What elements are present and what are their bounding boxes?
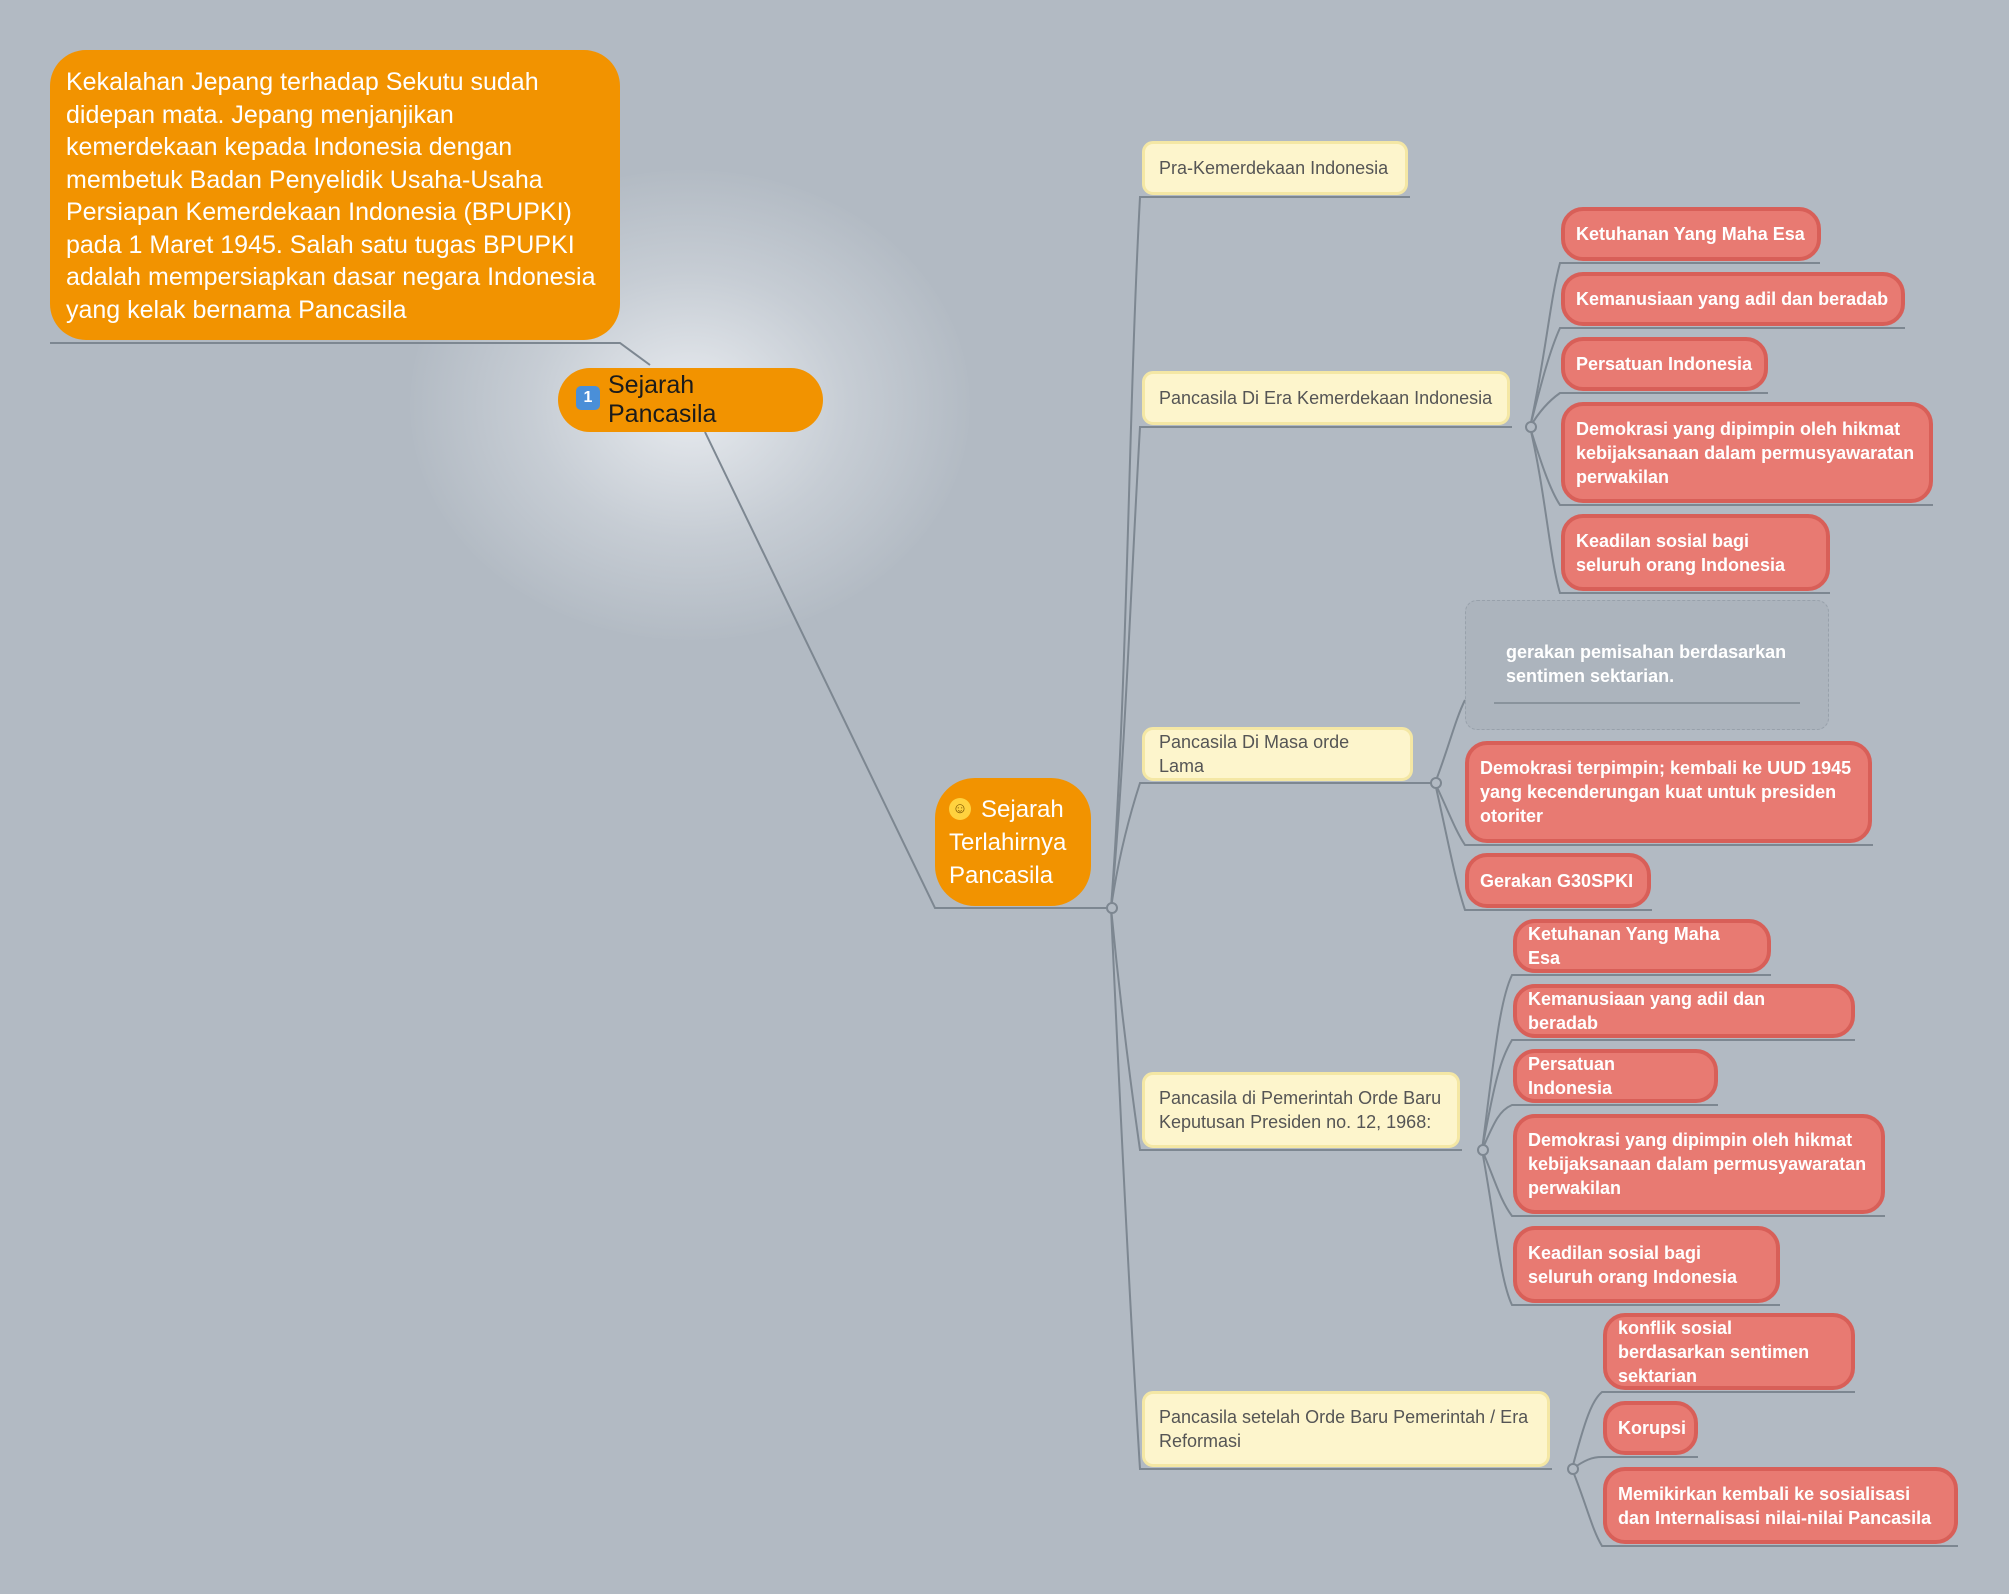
connector-knob <box>1525 421 1537 433</box>
leaf-sila-1[interactable]: Ketuhanan Yang Maha Esa <box>1513 919 1771 973</box>
leaf-label: Demokrasi yang dipimpin oleh hikmat kebi… <box>1528 1130 1867 1198</box>
connector-root-center <box>704 431 1111 909</box>
leaf-konflik-sosial[interactable]: konflik sosial berdasarkan sentimen sekt… <box>1603 1313 1855 1390</box>
connector-cat1-leaf <box>1529 327 1905 428</box>
connector-cat2-leaf <box>1434 782 1873 846</box>
connector-center-cat-1 <box>1110 426 1512 909</box>
leaf-sila-2[interactable]: Kemanusiaan yang adil dan beradab <box>1513 984 1855 1038</box>
category-era-kemerdekaan[interactable]: Pancasila Di Era Kemerdekaan Indonesia <box>1142 371 1510 425</box>
connector-cat3-leaf <box>1481 1149 1885 1217</box>
leaf-label: Keadilan sosial bagi seluruh orang Indon… <box>1528 1242 1738 1287</box>
connector-cat3-leaf <box>1481 974 1771 1151</box>
keycap-one-icon: 1 <box>576 386 600 410</box>
connector-center-cat-2 <box>1110 782 1433 909</box>
category-label: Pra-Kemerdekaan Indonesia <box>1159 158 1389 178</box>
note-text: Kekalahan Jepang terhadap Sekutu sudah d… <box>66 68 596 324</box>
category-orde-baru[interactable]: Pancasila di Pemerintah Orde Baru Keputu… <box>1142 1072 1460 1148</box>
leaf-label: Persatuan Indonesia <box>1528 1054 1616 1098</box>
leaf-label: konflik sosial berdasarkan sentimen sekt… <box>1618 1317 1810 1386</box>
connector-knob <box>1106 902 1118 914</box>
leaf-label: Demokrasi terpimpin; kembali ke UUD 1945… <box>1480 758 1852 826</box>
category-label: Pancasila Di Masa orde Lama <box>1159 732 1350 776</box>
category-orde-lama[interactable]: Pancasila Di Masa orde Lama <box>1142 727 1413 781</box>
leaf-label: Ketuhanan Yang Maha Esa <box>1528 924 1720 968</box>
ghost-topic[interactable] <box>1465 600 1829 730</box>
leaf-sila-4[interactable]: Demokrasi yang dipimpin oleh hikmat kebi… <box>1561 402 1933 503</box>
connector-center-cat-0 <box>1110 196 1410 909</box>
central-topic-label: Sejarah Terlahirnya Pancasila <box>949 795 1067 889</box>
note-bpupki[interactable]: Kekalahan Jepang terhadap Sekutu sudah d… <box>50 50 620 340</box>
connector-cat1-leaf <box>1529 262 1820 428</box>
category-label: Pancasila setelah Orde Baru Pemerintah /… <box>1159 1407 1529 1451</box>
leaf-sila-1[interactable]: Ketuhanan Yang Maha Esa <box>1561 207 1821 261</box>
connector-cat3-leaf <box>1481 1039 1855 1151</box>
smiley-face-icon: ☺ <box>949 797 971 820</box>
connector-cat1-leaf <box>1529 426 1830 594</box>
leaf-label: Kemanusiaan yang adil dan beradab <box>1528 989 1766 1033</box>
connector-cat3-leaf <box>1481 1104 1718 1151</box>
connector-note-root <box>50 342 651 366</box>
leaf-sila-4[interactable]: Demokrasi yang dipimpin oleh hikmat kebi… <box>1513 1114 1885 1214</box>
leaf-label: Korupsi <box>1618 1418 1687 1438</box>
connector-cat2-ghost <box>1434 699 1466 784</box>
connector-knob <box>1430 777 1442 789</box>
leaf-label: Kemanusiaan yang adil dan beradab <box>1576 289 1889 309</box>
leaf-sila-3[interactable]: Persatuan Indonesia <box>1513 1049 1718 1103</box>
leaf-sila-2[interactable]: Kemanusiaan yang adil dan beradab <box>1561 272 1905 326</box>
leaf-sila-5[interactable]: Keadilan sosial bagi seluruh orang Indon… <box>1513 1226 1780 1303</box>
connector-knob <box>1477 1144 1489 1156</box>
category-label: Pancasila Di Era Kemerdekaan Indonesia <box>1159 388 1493 408</box>
central-topic[interactable]: ☺Sejarah Terlahirnya Pancasila <box>935 778 1091 906</box>
leaf-label: Gerakan G30SPKI <box>1480 870 1634 891</box>
connector-cat3-leaf <box>1481 1149 1780 1306</box>
leaf-demokrasi-terpimpin[interactable]: Demokrasi terpimpin; kembali ke UUD 1945… <box>1465 741 1872 843</box>
leaf-label: Ketuhanan Yang Maha Esa <box>1576 224 1805 244</box>
ghost-topic-label: gerakan pemisahan berdasarkan sentimen s… <box>1506 642 1787 686</box>
leaf-sila-3[interactable]: Persatuan Indonesia <box>1561 337 1768 391</box>
connector-cat4-leaf <box>1571 1391 1855 1470</box>
leaf-label: Persatuan Indonesia <box>1576 354 1753 374</box>
topic-sejarah-pancasila[interactable]: 1 Sejarah Pancasila <box>558 368 823 432</box>
topic-label: Sejarah Pancasila <box>608 371 717 428</box>
connector-knob <box>1567 1463 1579 1475</box>
connector-center-cat-3 <box>1110 907 1462 1151</box>
category-pra-kemerdekaan[interactable]: Pra-Kemerdekaan Indonesia <box>1142 141 1408 195</box>
category-era-reformasi[interactable]: Pancasila setelah Orde Baru Pemerintah /… <box>1142 1391 1550 1467</box>
leaf-korupsi[interactable]: Korupsi <box>1603 1401 1698 1455</box>
connector-cat2-leaf <box>1434 782 1652 911</box>
leaf-label: Demokrasi yang dipimpin oleh hikmat kebi… <box>1576 418 1915 487</box>
connector-center-cat-4 <box>1110 907 1552 1470</box>
leaf-label: Memikirkan kembali ke sosialisasi dan In… <box>1618 1483 1932 1528</box>
leaf-g30spki[interactable]: Gerakan G30SPKI <box>1465 853 1651 908</box>
connector-cat4-leaf <box>1571 1468 1958 1547</box>
leaf-label: Keadilan sosial bagi seluruh orang Indon… <box>1576 530 1786 575</box>
leaf-sosialisasi[interactable]: Memikirkan kembali ke sosialisasi dan In… <box>1603 1467 1958 1544</box>
leaf-sila-5[interactable]: Keadilan sosial bagi seluruh orang Indon… <box>1561 514 1830 591</box>
category-label: Pancasila di Pemerintah Orde Baru Keputu… <box>1159 1088 1442 1132</box>
